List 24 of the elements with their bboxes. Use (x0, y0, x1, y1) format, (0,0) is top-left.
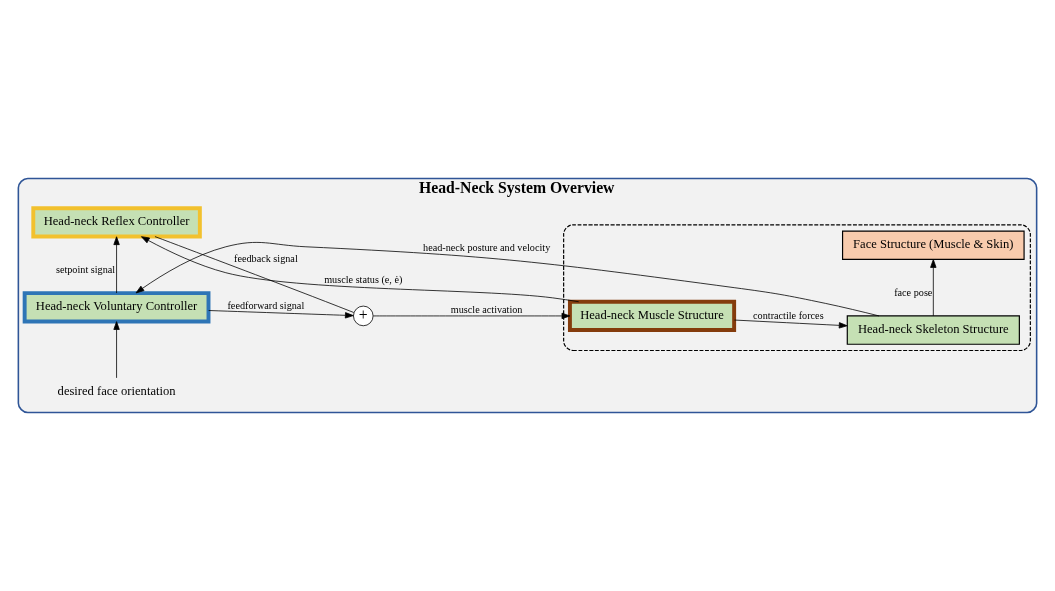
node-box: Head-neck Muscle Structure (567, 299, 737, 333)
arrow (734, 319, 848, 329)
edge-label: feedforward signal (227, 300, 305, 312)
arrow (372, 312, 571, 320)
edge-label: feedback signal (233, 253, 298, 265)
node-box: Face Structure (Muscle & Skin) (842, 230, 1025, 260)
edge-label: contractile forces (753, 309, 824, 321)
node-box: Head-neck Reflex Controller (31, 206, 202, 239)
arrow (135, 242, 880, 317)
node-box: Head-neck Voluntary Controller (22, 291, 211, 324)
edge-label: muscle status (e, ė) (324, 274, 403, 286)
arrow (113, 236, 120, 294)
arrow (113, 321, 120, 379)
connector (154, 236, 355, 313)
arrow (930, 259, 937, 317)
edge-label: face pose (894, 287, 933, 299)
edge-label: setpoint signal (55, 264, 116, 276)
node-box: Head-neck Skeleton Structure (846, 315, 1020, 345)
edge-label: head-neck posture and velocity (423, 242, 551, 254)
node-text: desired face orientation (57, 384, 176, 399)
arrow (208, 310, 354, 319)
arrow (141, 236, 580, 303)
edge-label: muscle activation (450, 304, 523, 316)
node-circle: + (353, 305, 374, 327)
